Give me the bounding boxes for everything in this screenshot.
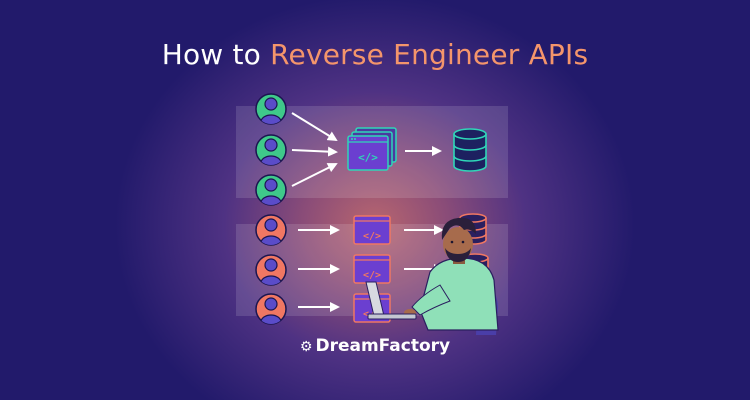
- developer-illustration: [365, 217, 499, 335]
- api-window-icon: </>: [353, 254, 391, 284]
- svg-text:</>: </>: [363, 270, 381, 281]
- svg-text:</>: </>: [358, 151, 378, 164]
- title-accent: Reverse Engineer APIs: [270, 38, 589, 71]
- database-icon: [453, 128, 487, 172]
- user-avatar-icon: [255, 214, 287, 246]
- svg-text:</>: </>: [363, 231, 381, 242]
- brand-logo: ⚙DreamFactory: [0, 336, 750, 356]
- page-title: How to Reverse Engineer APIs: [0, 38, 750, 71]
- api-window-icon: </>: [353, 215, 391, 245]
- user-avatar-icon: [255, 254, 287, 286]
- user-avatar-icon: [255, 93, 287, 125]
- gear-icon: ⚙: [299, 339, 313, 355]
- arrow-icon: [291, 112, 442, 187]
- api-window-stack-icon: </>: [347, 127, 397, 171]
- user-avatar-icon: [255, 174, 287, 206]
- user-avatar-icon: [255, 293, 287, 325]
- brand-name: DreamFactory: [315, 336, 451, 356]
- title-prefix: How to: [161, 38, 271, 71]
- user-avatar-icon: [255, 134, 287, 166]
